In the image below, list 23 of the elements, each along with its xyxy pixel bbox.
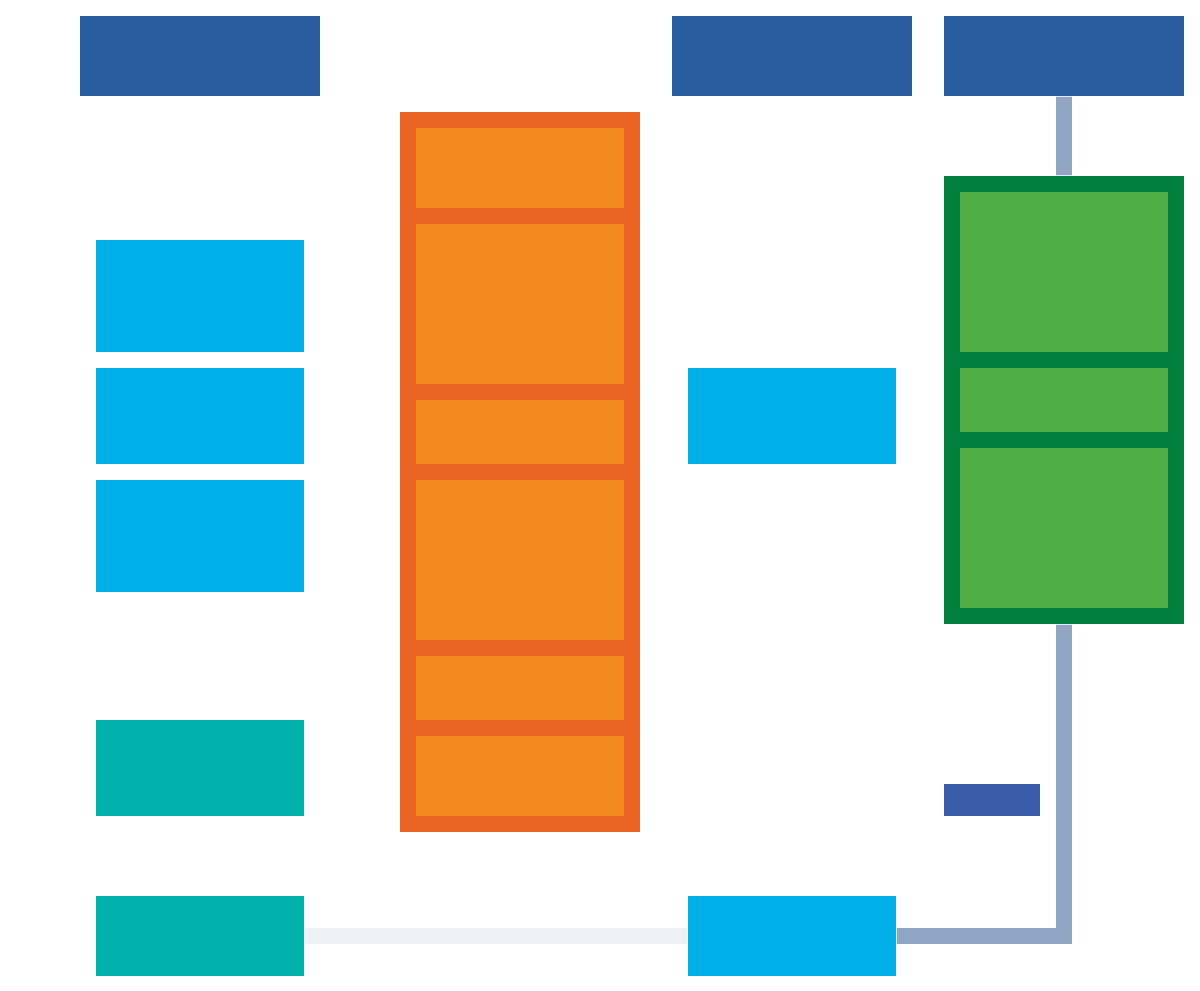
process-box	[96, 240, 304, 352]
connector-line	[1056, 96, 1072, 176]
process-box	[96, 720, 304, 816]
panel-section	[416, 400, 624, 464]
panel-section	[960, 192, 1168, 352]
panel-section	[416, 736, 624, 816]
tag-box	[944, 784, 1040, 816]
header-bar	[80, 16, 320, 96]
process-box	[688, 896, 896, 976]
header-bar	[944, 16, 1184, 96]
process-box	[96, 896, 304, 976]
panel-section	[416, 224, 624, 384]
panel-section	[416, 128, 624, 208]
panel-section	[416, 480, 624, 640]
process-box	[96, 480, 304, 592]
process-box	[96, 368, 304, 464]
process-box	[688, 368, 896, 464]
panel-section	[960, 368, 1168, 432]
panel-section	[416, 656, 624, 720]
connector-line	[304, 928, 688, 944]
panel-section	[960, 448, 1168, 608]
connector-line	[896, 624, 1072, 944]
header-bar	[672, 16, 912, 96]
